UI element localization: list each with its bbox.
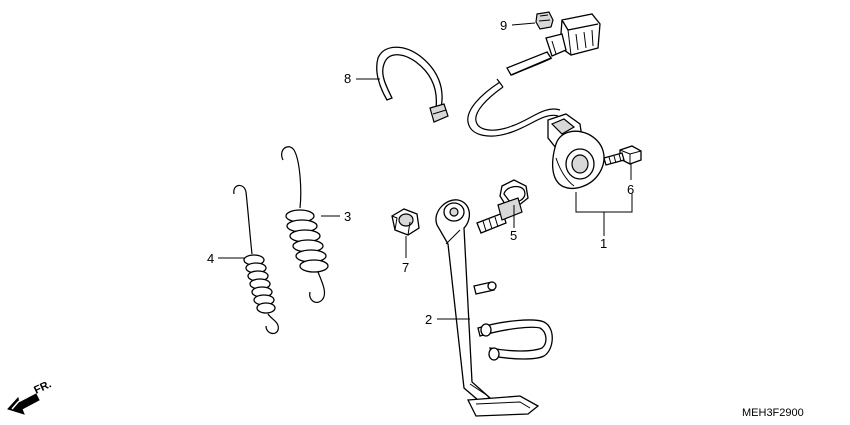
diagram-code: MEH3F2900 (742, 407, 804, 419)
callout-3: 3 (344, 209, 351, 224)
front-direction-arrow-icon (7, 393, 40, 415)
callout-7: 7 (402, 260, 409, 275)
callout-6: 6 (627, 182, 634, 197)
part-7-nut[interactable] (391, 208, 420, 236)
part-9-clip[interactable] (535, 11, 554, 30)
front-direction-label: FR. (32, 378, 53, 396)
callout-4: 4 (207, 251, 214, 266)
part-1-side-stand-switch[interactable] (547, 113, 605, 189)
callout-8: 8 (344, 71, 351, 86)
part-5-pivot-bolt[interactable] (476, 179, 529, 234)
sensor-connector (545, 13, 601, 57)
part-6-bolt[interactable] (603, 145, 642, 166)
leader-lines (218, 22, 633, 320)
part-2-side-stand[interactable] (435, 199, 553, 417)
callout-1: 1 (600, 236, 607, 251)
part-8-band[interactable] (376, 46, 449, 123)
callout-2: 2 (425, 312, 432, 327)
part-4-spring[interactable] (233, 184, 279, 335)
sensor-wire (467, 51, 561, 137)
callout-9: 9 (500, 18, 507, 33)
callout-5: 5 (510, 228, 517, 243)
part-3-spring[interactable] (281, 146, 329, 304)
